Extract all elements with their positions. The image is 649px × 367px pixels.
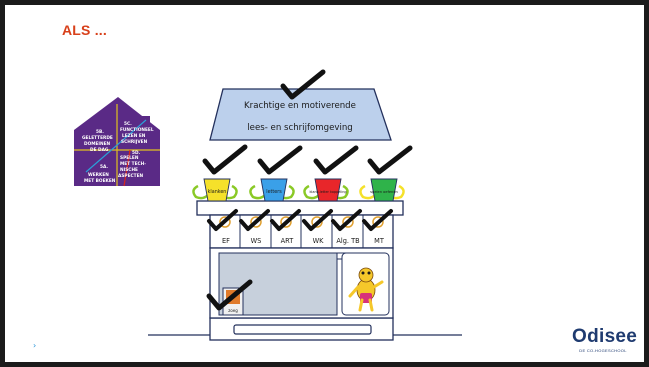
drawer-label-wk: WK [313,237,325,245]
house-text-16: MET BOEKEN [84,178,116,184]
slide-title: ALS ... [62,22,107,38]
pot-label-klank-letter: klank-letter koppeling [309,190,346,194]
checkmark-drawer-wk [302,209,333,231]
checkmark-book [206,279,253,311]
bullet-marker: › [33,341,37,350]
house-text-8: DE DAG [90,147,109,153]
pot-klank-letter: klank-letter koppeling [303,178,349,202]
checkmark-pot-klank-letter [313,145,359,175]
literacy-cabinet: Krachtige en motiverende lees- en schrij… [148,69,462,341]
house-text-10: SPELEN [120,155,139,161]
checkmark-pot-letters [257,145,303,175]
checkmark-pot-spelen [367,145,413,175]
house-text-11: MET TECH- [120,161,146,167]
house-divider-blue [85,119,147,173]
checkmark-drawer-mt [362,209,393,231]
logo-subtitle: DE CO-HOGESCHOOL [579,348,627,353]
house-text-5: 5B. [96,129,104,135]
drawer-label-ws: WS [251,237,262,245]
house-text-6: GELETTERDE [82,135,113,141]
mascot-illustration [348,267,384,312]
literacy-house-diagram: 5C. FUNCTIONEEL LEZEN EN SCHRIJVEN 5B. G… [74,97,160,187]
roof-line-1: Krachtige en motiverende [244,101,356,111]
house-text-3: LEZEN EN [122,133,146,139]
checkmark-drawer-alg-tb [331,209,362,231]
checkmark-drawer-ef [207,209,238,231]
drawer-label-alg-tb: Alg. TB [336,237,360,245]
pot-letters: letters [249,178,295,202]
roof-line-2: lees- en schrijfomgeving [247,123,352,133]
house-text-4: SCHRIJVEN [121,139,148,145]
house-text-13: ASPECTEN [118,173,144,179]
house-text-15: WERKEN [88,172,109,178]
pot-klanken: klanken [192,178,238,202]
drawer-label-mt: MT [374,237,385,245]
base-handle [233,324,372,335]
house-chimney [142,116,150,126]
house-text-2: FUNCTIONEEL [120,127,154,133]
checkmark-drawer-art [270,209,301,231]
book-label: zoeg [228,308,238,313]
house-text-1: 5C. [124,121,132,127]
checkmark-pot-klanken [202,144,248,175]
drawer-label-art: ART [281,237,295,245]
drawer-label-ef: EF [222,237,230,245]
pot-label-letters: letters [266,189,282,195]
house-text-9: 5D. [132,150,141,156]
pot-spelen: spelen oefenen [359,178,405,202]
cabinet-shelf [196,200,404,216]
house-divider-red [123,149,131,187]
pot-label-klanken: klanken [208,189,227,195]
checkmark-drawer-ws [239,209,270,231]
logo-name: Odisee [572,326,638,347]
cabinet-roof [209,88,392,141]
house-text-7: DOMEINEN [84,141,111,147]
house-text-14: 5A. [100,164,108,170]
pot-label-spelen: spelen oefenen [370,190,398,194]
odisee-logo: Odisee DE CO-HOGESCHOOL [572,326,638,354]
checkmark-roof [280,69,326,100]
house-text-12: NISCHE [120,167,138,173]
